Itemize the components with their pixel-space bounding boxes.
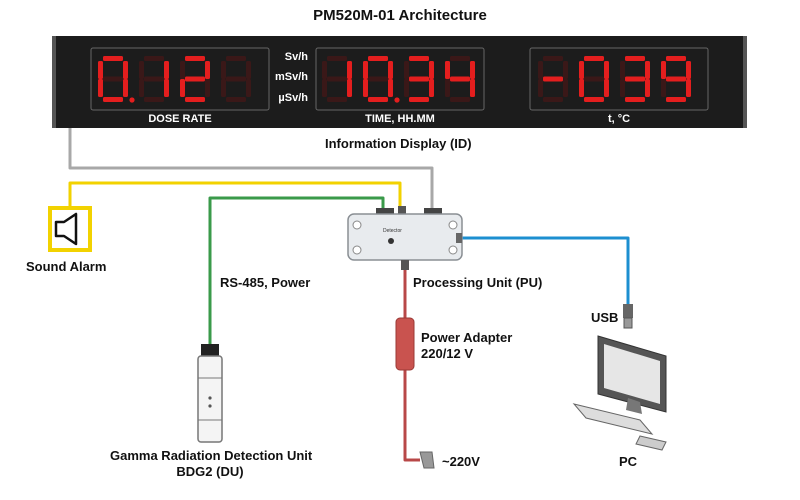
processing-unit: Detector [347,206,463,270]
temperature-panel [529,47,709,111]
information-display: Sv/h mSv/h µSv/h DOSE RATE TIME, HH.MM t… [52,36,747,128]
segment-digit [322,56,352,102]
segment-digit [579,56,609,102]
segment-digit [404,56,434,102]
segment-digit [538,56,568,102]
alarm-cable [68,181,402,212]
segment-digit [620,56,650,102]
segment-digit [98,56,135,103]
time-panel [315,47,485,111]
temperature-caption: t, °C [608,113,630,125]
unit-sv-h: Sv/h [285,51,309,63]
dose-rate-caption: DOSE RATE [148,113,211,125]
processing-unit-label: Processing Unit (PU) [413,275,543,290]
power-adapter-label-1: Power Adapter [421,330,513,345]
dose-rate-panel [90,47,270,111]
sound-alarm-icon [48,206,92,252]
segment-digit [661,56,691,102]
display-label: Information Display (ID) [325,136,472,151]
pu-marking: Detector [383,228,402,234]
segment-digit [180,56,210,102]
sound-alarm-label: Sound Alarm [26,259,107,274]
rs485-label: RS-485, Power [220,275,311,290]
segment-digit [445,56,475,102]
power-adapter-label-2: 220/12 V [421,346,474,361]
diagram-title: PM520M-01 Architecture [313,7,487,24]
unit-usv-h: µSv/h [278,92,308,104]
time-digits [322,56,475,103]
mains-label: ~220V [442,454,480,469]
display-cable [68,128,434,212]
power-adapter-icon [395,317,435,469]
usb-label: USB [591,310,619,325]
segment-digit [363,56,400,103]
pc-label: PC [619,454,638,469]
unit-msv-h: mSv/h [275,71,308,83]
segment-digit [139,56,169,102]
pc-icon [572,335,667,451]
time-caption: TIME, HH.MM [365,113,435,125]
detection-unit-label-1: Gamma Radiation Detection Unit [110,448,313,463]
detection-unit-label-2: BDG2 (DU) [176,464,244,479]
dose-rate-digits [98,56,251,103]
power-cable [403,270,420,462]
detection-unit [197,344,223,443]
usb-cable [462,236,630,304]
usb-plug-icon [623,304,633,329]
rs485-cable [208,196,385,344]
temperature-digits [538,56,691,102]
segment-digit [221,56,251,102]
